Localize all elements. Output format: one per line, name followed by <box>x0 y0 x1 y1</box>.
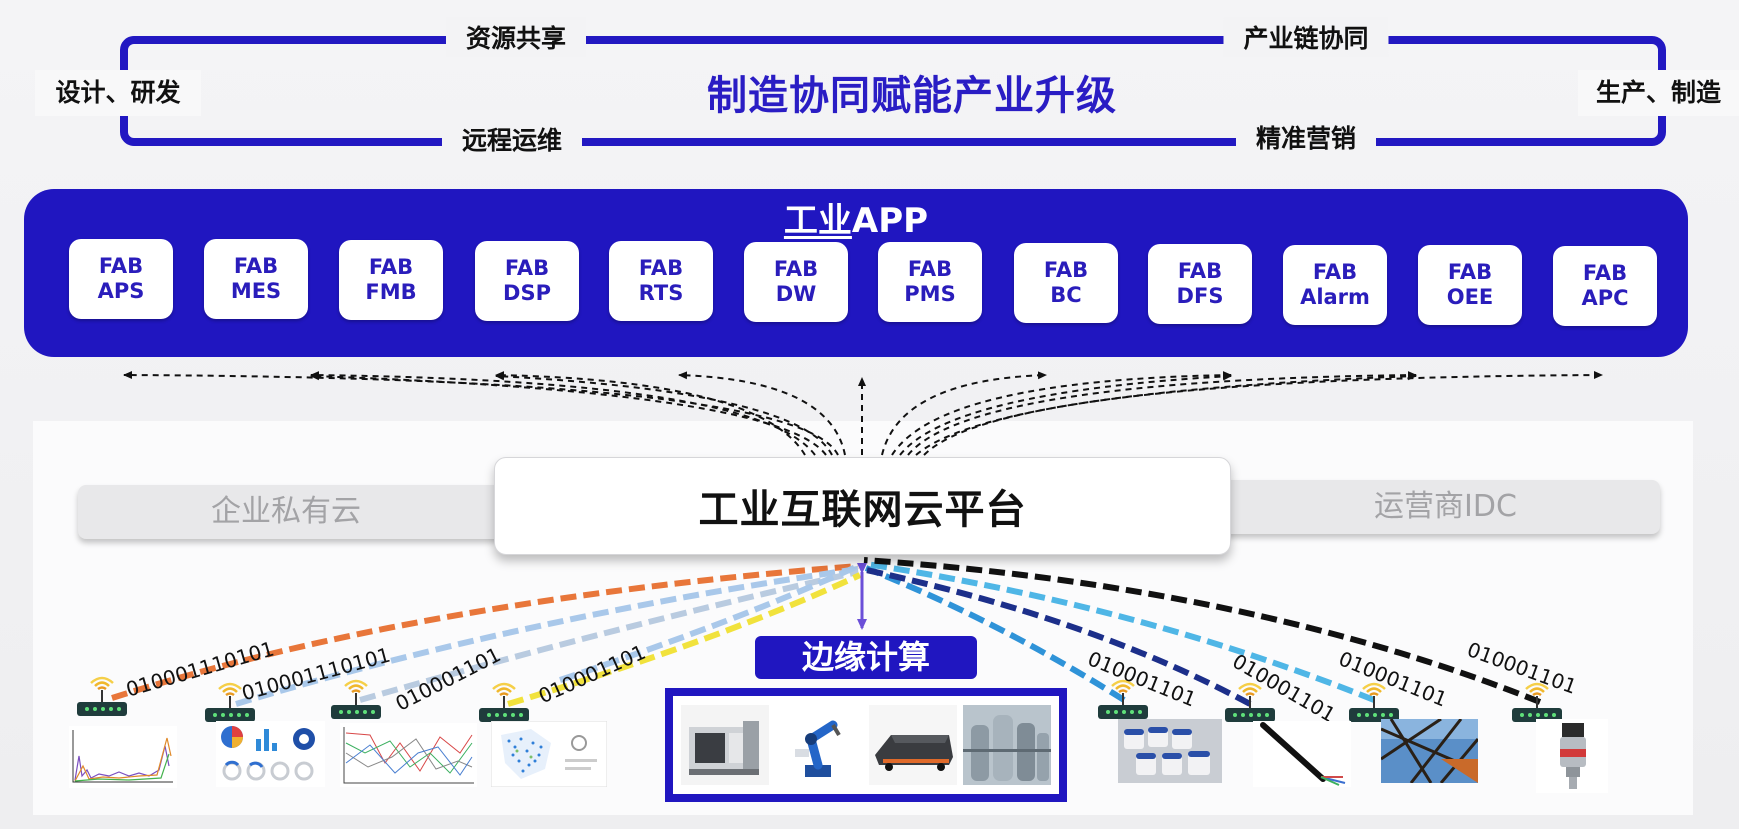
app-card-code: OEE <box>1446 285 1494 309</box>
steel-tower-icon <box>1381 719 1478 783</box>
idc-label: 运营商IDC <box>1374 489 1517 524</box>
app-card-code: APS <box>97 279 145 303</box>
app-card-prefix: FAB <box>773 257 819 281</box>
app-card-code: MES <box>230 279 282 303</box>
app-card-code: DFS <box>1176 284 1224 308</box>
app-panel-title: 工业APP <box>24 193 1688 242</box>
scatter-map-icon <box>491 721 607 787</box>
app-card-prefix: FAB <box>907 257 953 281</box>
private-cloud-label: 企业私有云 <box>211 494 361 529</box>
multi-line-chart-icon <box>340 723 477 787</box>
app-card-prefix: FAB <box>233 254 279 278</box>
app-card-code: DW <box>775 282 817 306</box>
tag-remote-ops: 远程运维 <box>441 119 583 159</box>
app-card-prefix: FAB <box>98 254 144 278</box>
label-design-rd: 设计、研发 <box>35 70 201 116</box>
app-card-code: RTS <box>638 281 684 305</box>
app-card-prefix: FAB <box>1177 259 1223 283</box>
app-card-code: FMB <box>365 280 417 304</box>
sample-containers-icon <box>1118 719 1222 783</box>
app-title-prefix: 工业 <box>783 201 852 241</box>
main-title: 制造协同赋能产业升级 <box>707 73 1117 119</box>
app-card-prefix: FAB <box>1447 260 1493 284</box>
app-card-code: DSP <box>503 281 551 305</box>
app-card-prefix: FAB <box>1043 258 1089 282</box>
industrial-plant-icon <box>963 705 1051 785</box>
label-production: 生产、制造 <box>1578 70 1739 116</box>
app-card-code: PMS <box>904 282 956 306</box>
cnc-machine-icon <box>681 705 769 785</box>
app-card-code: BC <box>1050 283 1082 307</box>
line-chart-icon <box>69 726 177 788</box>
app-card-prefix: FAB <box>368 255 414 279</box>
tag-precision-marketing: 精准营销 <box>1235 117 1377 157</box>
app-card-prefix: FAB <box>1312 260 1358 284</box>
cloud-platform-label: 工业互联网云平台 <box>698 487 1027 533</box>
cloud-platform-box: 工业互联网云平台 <box>494 457 1231 555</box>
fiber-cable-icon <box>1253 721 1351 787</box>
tag-resource-sharing: 资源共享 <box>445 17 587 57</box>
app-card-code: APC <box>1581 286 1629 310</box>
pressure-sensor-icon <box>1536 719 1608 793</box>
private-cloud-bar: 企业私有云 <box>78 485 518 539</box>
edge-computing-label: 边缘计算 <box>755 636 977 679</box>
agv-vehicle-icon <box>869 705 957 785</box>
app-card-prefix: FAB <box>638 256 684 280</box>
tag-industry-chain: 产业链协同 <box>1223 17 1389 57</box>
app-card-prefix: FAB <box>1582 261 1628 285</box>
app-card-code: Alarm <box>1300 285 1370 309</box>
idc-bar: 运营商IDC <box>1200 480 1660 534</box>
dashboard-icon <box>216 721 325 787</box>
robot-arm-icon <box>775 705 863 785</box>
app-card-prefix: FAB <box>504 256 550 280</box>
app-title-suffix: APP <box>851 201 929 241</box>
edge-equipment-frame <box>665 688 1067 802</box>
